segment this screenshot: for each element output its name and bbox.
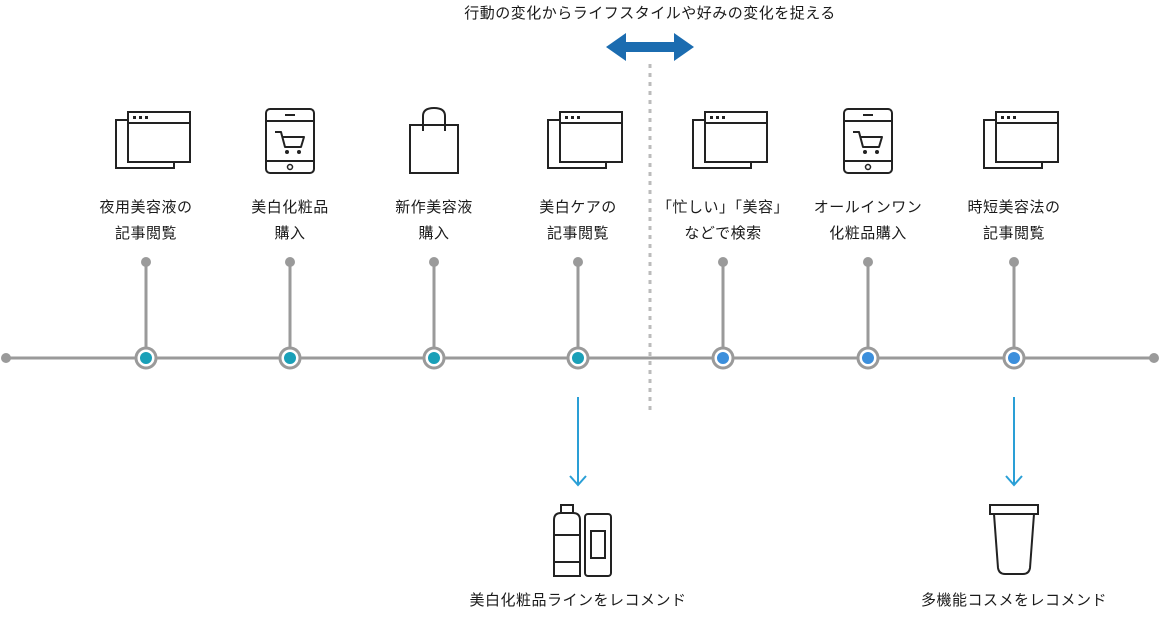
event-node-dot xyxy=(717,352,729,364)
event-label: 美白ケアの記事閲覧 xyxy=(493,194,663,246)
event-label-line1: 夜用美容液の xyxy=(99,198,193,216)
smartphone-cart-icon xyxy=(843,108,893,174)
event-label-line2: などで検索 xyxy=(684,224,762,242)
axis-end-dot xyxy=(1149,353,1159,363)
event-label-line1: オールインワン xyxy=(813,198,923,216)
event-node-dot xyxy=(862,352,874,364)
smartphone-cart-icon xyxy=(265,108,315,174)
event-label: 美白化粧品購入 xyxy=(205,194,375,246)
event-node-dot xyxy=(428,352,440,364)
stem-top-dot xyxy=(1009,257,1019,267)
event-label: 夜用美容液の記事閲覧 xyxy=(61,194,231,246)
event-label-line2: 記事閲覧 xyxy=(114,224,177,242)
cosmetic-tube-icon xyxy=(989,504,1039,575)
browser-window-icon xyxy=(692,111,768,169)
browser-window-icon xyxy=(115,111,191,169)
double-arrow-icon xyxy=(606,33,694,61)
stem-top-dot xyxy=(141,257,151,267)
event-node-dot xyxy=(1008,352,1020,364)
stem-top-dot xyxy=(863,257,873,267)
event-label-line2: 購入 xyxy=(418,224,450,242)
axis-start-dot xyxy=(1,353,11,363)
event-label-line2: 記事閲覧 xyxy=(982,224,1045,242)
event-label: 新作美容液購入 xyxy=(349,194,519,246)
stem-top-dot xyxy=(718,257,728,267)
recommendation-label: 多機能コスメをレコメンド xyxy=(920,591,1107,609)
stem-top-dot xyxy=(285,257,295,267)
event-label-line2: 記事閲覧 xyxy=(546,224,609,242)
arrow-down-icon xyxy=(1005,475,1023,487)
recommendation-label: 美白化粧品ラインをレコメンド xyxy=(469,591,687,609)
event-label-line1: 美白ケアの xyxy=(539,198,617,216)
event-label-line1: 美白化粧品 xyxy=(251,198,329,216)
event-label-line1: 時短美容法の xyxy=(967,198,1061,216)
event-node-dot xyxy=(140,352,152,364)
stem-top-dot xyxy=(429,257,439,267)
cosmetic-bottles-icon xyxy=(553,504,612,577)
event-node-dot xyxy=(284,352,296,364)
shopping-bag-icon xyxy=(409,106,459,174)
stem-top-dot xyxy=(573,257,583,267)
event-node-dot xyxy=(572,352,584,364)
event-label-line2: 購入 xyxy=(274,224,306,242)
browser-window-icon xyxy=(547,111,623,169)
event-label-line2: 化粧品購入 xyxy=(829,224,907,242)
event-label: オールインワン化粧品購入 xyxy=(783,194,953,246)
diagram-heading: 行動の変化からライフスタイルや好みの変化を捉える xyxy=(464,4,836,22)
event-label-line1: 「忙しい」「美容」 xyxy=(656,198,789,216)
event-label: 時短美容法の記事閲覧 xyxy=(929,194,1099,246)
event-label: 「忙しい」「美容」などで検索 xyxy=(638,194,808,246)
browser-window-icon xyxy=(983,111,1059,169)
event-label-line1: 新作美容液 xyxy=(395,198,473,216)
arrow-down-icon xyxy=(569,475,587,487)
